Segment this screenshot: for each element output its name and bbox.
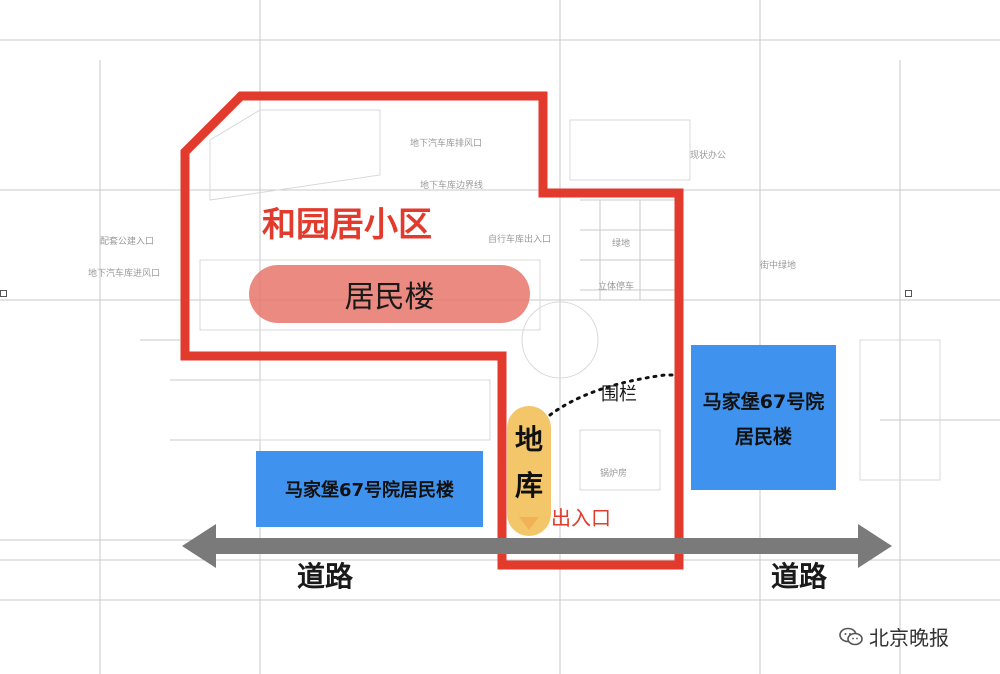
garage-block: 地 库 xyxy=(507,406,551,536)
site-boundary xyxy=(180,91,684,570)
neighbor-building-bottom: 马家堡67号院居民楼 xyxy=(256,451,483,527)
plan-annotation: 立体停车 xyxy=(598,282,635,292)
road-label-right: 道路 xyxy=(771,560,828,593)
neighbor-bottom-label: 马家堡67号院居民楼 xyxy=(284,480,455,501)
plan-annotation: 自行车库出入口 xyxy=(488,235,552,245)
watermark: 北京晚报 xyxy=(839,622,949,651)
plan-annotation: 地下汽车库排风口 xyxy=(410,139,483,149)
plan-annotation: 街中绿地 xyxy=(760,261,797,271)
garage-label-char2: 库 xyxy=(514,469,543,502)
plan-annotation: 锅炉房 xyxy=(600,469,628,479)
community-name-label: 和园居小区 xyxy=(262,205,432,245)
wechat-icon xyxy=(839,627,863,645)
resize-handle-left[interactable] xyxy=(0,290,7,297)
plan-annotation: 地下汽车库进风口 xyxy=(88,269,161,279)
watermark-text: 北京晚报 xyxy=(869,626,949,650)
garage-label-char1: 地 xyxy=(514,423,543,456)
resident-building-label: 居民楼 xyxy=(344,280,435,315)
entrance-label: 出入口 xyxy=(551,506,611,530)
road-arrow xyxy=(182,524,892,568)
plan-annotation: 地下车库边界线 xyxy=(420,181,484,191)
plan-annotation: 绿地 xyxy=(612,239,631,249)
road-label-left: 道路 xyxy=(297,560,354,593)
resize-handle-right[interactable] xyxy=(905,290,912,297)
resident-building-block: 居民楼 xyxy=(249,265,530,323)
plan-annotation: 配套公建入口 xyxy=(100,237,155,247)
neighbor-right-label-line1: 马家堡67号院 xyxy=(702,390,825,413)
fence-label: 围栏 xyxy=(601,384,637,405)
neighbor-right-label-line2: 居民楼 xyxy=(734,425,792,448)
plan-annotation: 现状办公 xyxy=(690,151,727,161)
neighbor-building-right: 马家堡67号院 居民楼 xyxy=(691,345,836,490)
